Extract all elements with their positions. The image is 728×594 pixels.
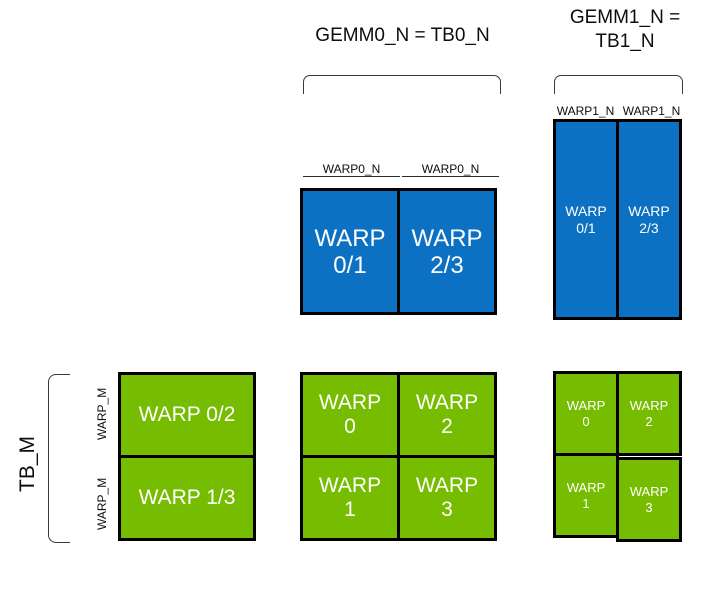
gemm1-tick-label-0: WARP1_N [556, 104, 615, 118]
left-green-cell-0[interactable]: WARP 0/2 [118, 372, 256, 458]
middle-green-cell-0-0[interactable]: WARP 0 [300, 372, 400, 458]
left-green-cell-1[interactable]: WARP 1/3 [118, 455, 256, 541]
left-green-cell-0-label: WARP 0/2 [138, 403, 236, 426]
left-row-label-1: WARP_M [95, 477, 109, 530]
right-green-cell-0-0[interactable]: WARP 0 [553, 371, 619, 456]
gemm1-warp-cell-0[interactable]: WARP 0/1 [553, 119, 619, 320]
gemm1-span-bracket [554, 75, 683, 94]
right-green-cell-1-1-label: WARP 3 [629, 483, 669, 515]
gemm0-tick-label-0: WARP0_N [303, 162, 400, 177]
gemm1-warp-cell-1[interactable]: WARP 2/3 [616, 119, 682, 320]
gemm1-warp-cell-0-label: WARP 0/1 [565, 202, 607, 236]
right-green-block: WARP 0 WARP 2 WARP 1 WARP 3 [553, 371, 684, 545]
gemm1-blue-block: WARP 0/1 WARP 2/3 [553, 119, 684, 320]
right-green-cell-1-0[interactable]: WARP 1 [553, 453, 619, 538]
middle-green-cell-0-0-label: WARP 0 [318, 391, 382, 438]
gemm0-warp-cell-0-label: WARP 0/1 [314, 224, 386, 279]
right-green-cell-1-0-label: WARP 1 [566, 479, 606, 511]
right-green-cell-0-0-label: WARP 0 [566, 397, 606, 429]
middle-green-cell-1-0[interactable]: WARP 1 [300, 455, 400, 541]
middle-green-cell-1-1[interactable]: WARP 3 [397, 455, 497, 541]
gemm1-warp-cell-1-label: WARP 2/3 [628, 202, 670, 236]
gemm0-warp-cell-1[interactable]: WARP 2/3 [397, 188, 497, 315]
middle-green-cell-1-1-label: WARP 3 [415, 474, 479, 521]
right-green-cell-0-1-label: WARP 2 [629, 397, 669, 429]
gemm1-title: GEMM1_N = TB1_N [569, 7, 681, 52]
middle-green-block: WARP 0 WARP 2 WARP 1 WARP 3 [300, 372, 500, 544]
tb-m-label: TB_M [16, 435, 39, 492]
left-green-cell-1-label: WARP 1/3 [138, 486, 236, 509]
gemm0-warp-cell-1-label: WARP 2/3 [411, 224, 483, 279]
gemm0-title: GEMM0_N = TB0_N [315, 25, 490, 46]
middle-green-cell-0-1[interactable]: WARP 2 [397, 372, 497, 458]
middle-green-cell-1-0-label: WARP 1 [318, 474, 382, 521]
right-green-cell-1-1[interactable]: WARP 3 [616, 457, 682, 542]
gemm0-warp-cell-0[interactable]: WARP 0/1 [300, 188, 400, 315]
left-row-label-0: WARP_M [95, 387, 109, 440]
middle-green-cell-0-1-label: WARP 2 [415, 391, 479, 438]
gemm0-span-bracket [303, 75, 501, 94]
right-green-cell-0-1[interactable]: WARP 2 [616, 371, 682, 456]
left-green-block: WARP 0/2 WARP 1/3 [118, 372, 256, 544]
gemm0-tick-label-1: WARP0_N [402, 162, 499, 177]
gemm0-blue-block: WARP 0/1 WARP 2/3 [300, 188, 500, 315]
tb-m-bracket [48, 374, 70, 543]
gemm1-tick-label-1: WARP1_N [622, 104, 681, 118]
